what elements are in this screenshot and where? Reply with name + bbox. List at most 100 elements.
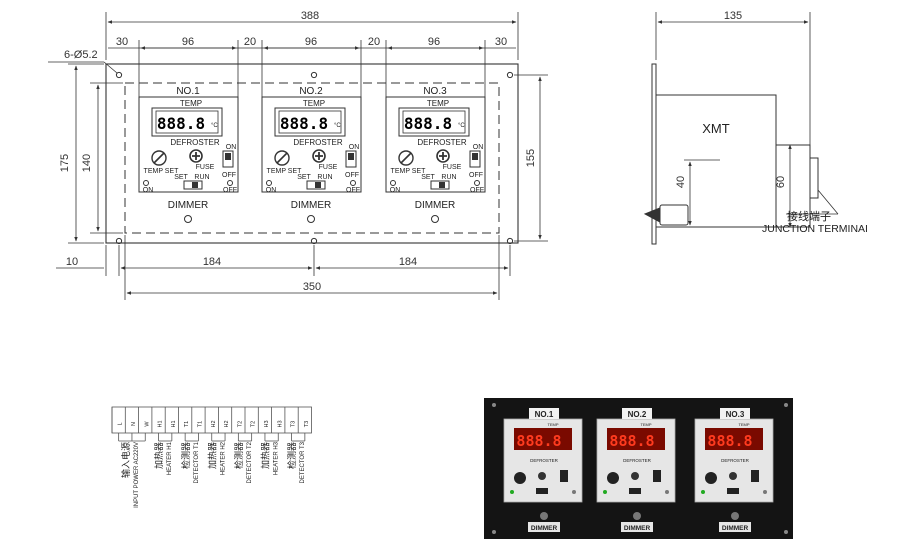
dim-bottom (56, 235, 511, 300)
pin-label: L (118, 422, 124, 425)
photo-set-switch[interactable] (629, 488, 641, 494)
fuse-holder-icon[interactable] (312, 149, 326, 163)
photo-dimmer-knob[interactable] (731, 512, 739, 520)
dim-text-height-inner: 140 (81, 154, 93, 172)
photo-module-title: NO.3 (726, 410, 745, 419)
photo-defroster-label: DEFROSTER (530, 458, 559, 463)
photo-fuse[interactable] (631, 472, 639, 480)
photo-temp-label: TEMP (738, 422, 749, 427)
photo-rocker[interactable] (751, 470, 759, 482)
temp-set-label: TEMP SET (391, 168, 427, 175)
xmt-body (655, 94, 777, 228)
photo-display-digits: 888.8 (516, 432, 561, 450)
on-indicator-label: ON (266, 187, 277, 194)
photo-on-led (510, 490, 514, 494)
defroster-label: DEFROSTER (170, 138, 220, 147)
pin-label: T2 (251, 421, 257, 427)
group-label-cn: 检测器 (180, 442, 191, 469)
set-label: SET (297, 174, 311, 181)
set-run-switch[interactable] (306, 180, 326, 190)
photo-display-digits: 888.8 (609, 432, 654, 450)
dimmer-label: DIMMER (291, 200, 332, 211)
switch-off-label: OFF (469, 172, 483, 179)
rocker-knob (472, 153, 478, 160)
run-label: RUN (441, 174, 456, 181)
dim-text-side-terminal: 60 (775, 176, 787, 188)
pin-label: H2 (224, 420, 230, 427)
side-view (643, 12, 839, 245)
mounting-holes (115, 71, 514, 245)
photo-rocker[interactable] (560, 470, 568, 482)
photo-display (705, 428, 763, 450)
set-run-switch[interactable] (430, 180, 450, 190)
pin-label: T1 (197, 421, 203, 427)
set-label: SET (174, 174, 188, 181)
set-run-switch[interactable] (183, 180, 203, 190)
pin-label: T3 (291, 421, 297, 427)
off-indicator (350, 180, 356, 186)
group-label-en: INPUT POWER AC220V (134, 442, 140, 508)
dim-overall-width: 388 (105, 10, 519, 60)
temp-set-knob[interactable] (274, 150, 290, 166)
group-label-cn: 检测器 (286, 442, 297, 469)
display-digits: 888.8 (404, 114, 452, 133)
dimmer-knob[interactable] (184, 215, 192, 223)
on-indicator-label: ON (390, 187, 401, 194)
group-label-en: DETECTOR T2 (247, 441, 253, 483)
pin-label: H2 (211, 420, 217, 427)
photo-fuse[interactable] (538, 472, 546, 480)
group-label-cn: 加热器 (206, 442, 217, 469)
fuse-holder-icon[interactable] (436, 149, 450, 163)
on-indicator (390, 180, 396, 186)
module-title: NO.1 (176, 86, 200, 97)
photo-module-title: NO.2 (628, 410, 647, 419)
photo-rocker[interactable] (653, 470, 661, 482)
dim-text-module-3: 96 (428, 36, 440, 48)
photo-title-plate (720, 408, 750, 419)
group-label-en: HEATER H3 (274, 441, 280, 475)
photo-set-switch[interactable] (536, 488, 548, 494)
module-frame (261, 96, 362, 193)
photo-fuse[interactable] (729, 472, 737, 480)
off-indicator-label: OFF (346, 187, 360, 194)
dim-text-gap-1: 20 (244, 36, 256, 48)
defroster-label: DEFROSTER (417, 138, 467, 147)
dim-text-hole-note: 6-Ø5.2 (64, 49, 98, 61)
photo-dimmer-label: DIMMER (722, 525, 749, 532)
rocker-switch[interactable] (222, 150, 234, 168)
unit-label: °C (458, 123, 465, 129)
terminal-block-side (809, 157, 819, 199)
photo-set-switch[interactable] (727, 488, 739, 494)
dim-text-module-1: 96 (182, 36, 194, 48)
photo-temp-label: TEMP (640, 422, 651, 427)
on-indicator (143, 180, 149, 186)
photo-temp-knob[interactable] (705, 472, 717, 484)
photo-temp-label: TEMP (547, 422, 558, 427)
dimmer-knob[interactable] (431, 215, 439, 223)
pin-label: H3 (277, 420, 283, 427)
pin-label: T3 (304, 421, 310, 427)
rocker-switch[interactable] (345, 150, 357, 168)
temp-set-knob[interactable] (398, 150, 414, 166)
dimmer-knob[interactable] (307, 215, 315, 223)
pin-label: T1 (184, 421, 190, 427)
dimmer-knob-side (659, 204, 689, 226)
fuse-holder-icon[interactable] (189, 149, 203, 163)
photo-dimmer-knob[interactable] (633, 512, 641, 520)
photo-display (607, 428, 665, 450)
off-indicator-label: OFF (223, 187, 237, 194)
temp-label: TEMP (180, 99, 202, 108)
photo-temp-knob[interactable] (607, 472, 619, 484)
switch-on-label: ON (349, 144, 360, 151)
module-frame (138, 96, 239, 193)
photo-display (514, 428, 572, 450)
photo-temp-knob[interactable] (514, 472, 526, 484)
photo-dimmer-knob[interactable] (540, 512, 548, 520)
group-label-en: DETECTOR T1 (194, 441, 200, 483)
temp-set-knob[interactable] (151, 150, 167, 166)
photo-dimmer-plate (621, 522, 653, 532)
dim-right-height (514, 74, 548, 242)
rocker-switch[interactable] (469, 150, 481, 168)
